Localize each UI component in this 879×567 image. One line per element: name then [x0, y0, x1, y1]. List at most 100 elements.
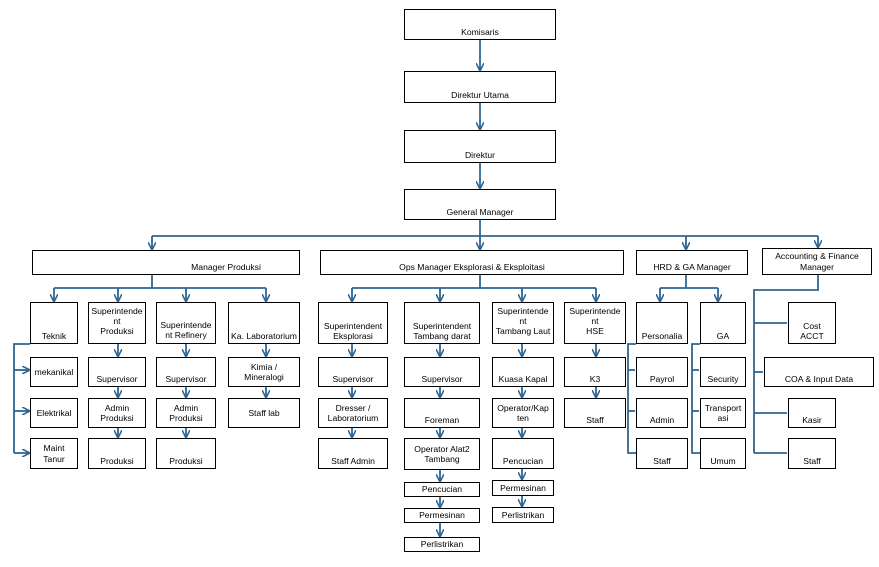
node-permesinan-1: Permesinan: [404, 508, 480, 523]
node-hrd-ga-manager: HRD & GA Manager: [636, 250, 748, 275]
connector-personalia-bracket: [627, 343, 636, 454]
node-payrol-label: Payrol: [649, 373, 675, 384]
node-coa-input-data-label: COA & Input Data: [784, 373, 854, 384]
node-supervisor-eksplorasi-label: Supervisor: [332, 373, 374, 384]
node-transportasi-label: Transport asi: [704, 402, 742, 423]
node-supervisor-produksi: Supervisor: [88, 357, 146, 387]
node-mekanikal: mekanikal: [30, 357, 78, 387]
node-direktur-utama: Direktur Utama: [404, 71, 556, 103]
node-komisaris: Komisaris: [404, 9, 556, 40]
node-staff-hr-label: Staff: [653, 455, 671, 466]
node-manager-produksi: Manager Produksi: [32, 250, 300, 275]
node-pencucian-1: Pencucian: [404, 482, 480, 497]
node-direktur-label: Direktur: [464, 149, 496, 160]
node-k3: K3: [564, 357, 626, 387]
node-perlistrikan-1: Perlistrikan: [404, 537, 480, 552]
node-supervisor-eksplorasi: Supervisor: [318, 357, 388, 387]
node-kuasa-kapal: Kuasa Kapal: [492, 357, 554, 387]
node-cost-acct-label: Cost ACCT: [800, 320, 824, 341]
node-permesinan-2: Permesinan: [492, 480, 554, 496]
node-transportasi: Transport asi: [700, 398, 746, 428]
node-operator-kapten: Operator/Kap ten: [492, 398, 554, 428]
node-perlistrikan-2: Perlistrikan: [492, 507, 554, 523]
node-kuasa-kapal-label: Kuasa Kapal: [498, 373, 548, 384]
node-staff-admin: Staff Admin: [318, 438, 388, 469]
node-ga-label: GA: [716, 330, 730, 341]
node-staff-hr: Staff: [636, 438, 688, 469]
node-foreman-label: Foreman: [424, 414, 460, 425]
node-security: Security: [700, 357, 746, 387]
node-foreman: Foreman: [404, 398, 480, 428]
node-personalia: Personalia: [636, 302, 688, 344]
node-admin-produksi-2: Admin Produksi: [156, 398, 216, 428]
node-elektrikal: Elektrikal: [30, 398, 78, 428]
node-dresser-laboratorium: Dresser / Laboratorium: [318, 398, 388, 428]
node-pencucian-2: Pencucian: [492, 438, 554, 469]
node-operator-kapten-label: Operator/Kap ten: [497, 402, 549, 423]
node-komisaris-label: Komisaris: [461, 26, 499, 37]
node-permesinan-1-label: Permesinan: [419, 510, 465, 521]
node-cost-acct: Cost ACCT: [788, 302, 836, 344]
node-supt-tambang-darat-label: Superintendent Tambang darat: [412, 320, 472, 341]
node-accounting-manager: Accounting & Finance Manager: [762, 248, 872, 275]
node-admin-produksi-1: Admin Produksi: [88, 398, 146, 428]
node-supervisor-tambang-darat: Supervisor: [404, 357, 480, 387]
node-dresser-laboratorium-label: Dresser / Laboratorium: [327, 402, 379, 423]
node-general-manager: General Manager: [404, 189, 556, 220]
node-kimia-mineralogi-label: Kimia / Mineralogi: [244, 361, 284, 382]
node-staff-hse-label: Staff: [586, 414, 604, 425]
node-direktur-utama-label: Direktur Utama: [451, 89, 509, 100]
node-kimia-mineralogi: Kimia / Mineralogi: [228, 357, 300, 387]
node-staff-hse: Staff: [564, 398, 626, 428]
node-supt-eksplorasi-label: Superintendent Eksplorasi: [323, 320, 383, 341]
node-produksi-2-label: Produksi: [169, 455, 203, 466]
node-supt-produksi-label: Superintende nt Produksi: [91, 306, 143, 337]
node-teknik-label: Teknik: [41, 330, 67, 341]
node-k3-label: K3: [589, 373, 601, 384]
node-staff-lab: Staff lab: [228, 398, 300, 428]
node-mekanikal-label: mekanikal: [34, 366, 74, 377]
node-direktur: Direktur: [404, 130, 556, 163]
node-supervisor-tambang-darat-label: Supervisor: [421, 373, 463, 384]
node-supt-refinery-label: Superintende nt Refinery: [160, 320, 212, 341]
node-kasir-label: Kasir: [802, 414, 822, 425]
node-admin-produksi-2-label: Admin Produksi: [169, 402, 203, 423]
node-supt-hse: Superintende nt HSE: [564, 302, 626, 344]
node-accounting-manager-label: Accounting & Finance Manager: [775, 251, 859, 272]
node-pencucian-2-label: Pencucian: [502, 455, 544, 466]
node-staff-admin-label: Staff Admin: [331, 455, 375, 466]
node-ka-laboratorium-label: Ka. Laboratorium: [231, 330, 297, 341]
node-teknik: Teknik: [30, 302, 78, 344]
node-permesinan-2-label: Permesinan: [500, 482, 546, 493]
node-supt-refinery: Superintende nt Refinery: [156, 302, 216, 344]
node-operator-alat2-tambang: Operator Alat2 Tambang: [404, 438, 480, 470]
node-supt-produksi: Superintende nt Produksi: [88, 302, 146, 344]
node-operator-alat2-tambang-label: Operator Alat2 Tambang: [414, 443, 470, 464]
node-kasir: Kasir: [788, 398, 836, 428]
node-perlistrikan-2-label: Perlistrikan: [501, 509, 545, 520]
node-admin-hr: Admin: [636, 398, 688, 428]
node-supervisor-refinery-label: Supervisor: [165, 373, 207, 384]
node-general-manager-label: General Manager: [446, 206, 514, 217]
node-personalia-label: Personalia: [641, 330, 683, 341]
node-produksi-1-label: Produksi: [100, 455, 134, 466]
node-supt-tambang-laut: Superintende nt Tambang Laut: [492, 302, 554, 344]
node-supervisor-refinery: Supervisor: [156, 357, 216, 387]
node-supervisor-produksi-label: Supervisor: [96, 373, 138, 384]
node-security-label: Security: [707, 373, 739, 384]
node-produksi-2: Produksi: [156, 438, 216, 469]
node-supt-eksplorasi: Superintendent Eksplorasi: [318, 302, 388, 344]
node-umum-label: Umum: [710, 455, 736, 466]
node-supt-tambang-darat: Superintendent Tambang darat: [404, 302, 480, 344]
node-supt-tambang-laut-label: Superintende nt Tambang Laut: [495, 306, 551, 337]
node-supt-hse-label: Superintende nt HSE: [569, 306, 621, 337]
node-staff-acct: Staff: [788, 438, 836, 469]
node-produksi-1: Produksi: [88, 438, 146, 469]
connector-teknik-bracket: [13, 343, 30, 453]
node-admin-produksi-1-label: Admin Produksi: [100, 402, 134, 423]
node-manager-produksi-label: Manager Produksi: [191, 261, 261, 272]
node-ops-manager: Ops Manager Eksplorasi & Eksploitasi: [320, 250, 624, 275]
node-pencucian-1-label: Pencucian: [421, 484, 463, 495]
node-elektrikal-label: Elektrikal: [36, 407, 72, 418]
